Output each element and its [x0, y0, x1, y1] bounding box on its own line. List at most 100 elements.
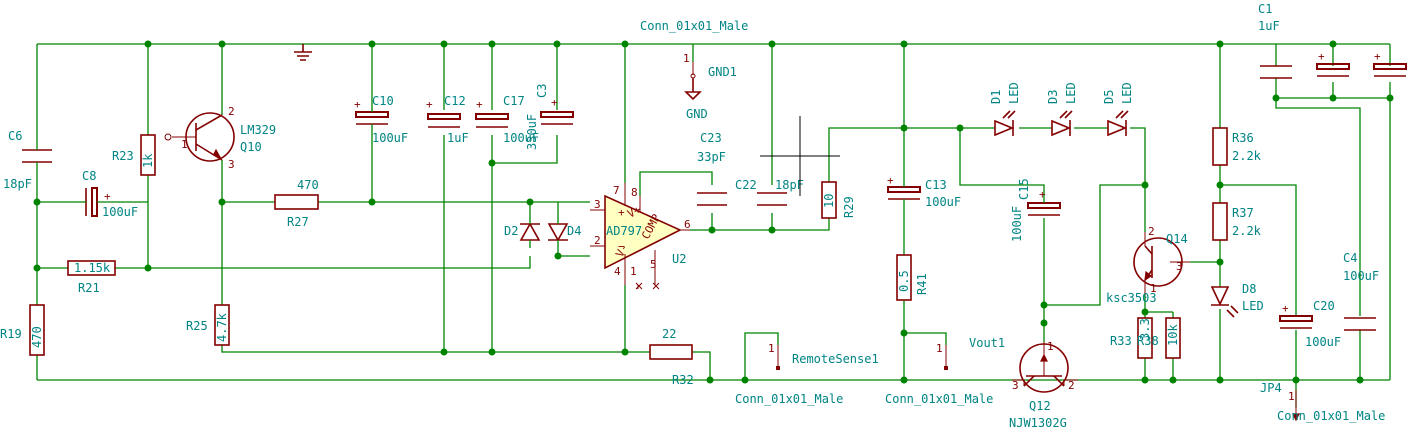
c1-ref: C1: [1258, 2, 1272, 16]
r19-value: 470: [30, 326, 44, 348]
c12-ref: C12: [444, 94, 466, 108]
junctions: [33, 40, 1394, 384]
r33-value: 3.3: [1138, 318, 1152, 340]
diode-d2: [519, 216, 541, 248]
resistor-r38: 10k: [1165, 317, 1181, 359]
c3-ref: C3: [535, 84, 549, 98]
capacitor-c1c: +: [1373, 50, 1407, 77]
q14-pin2: 2: [1148, 225, 1155, 238]
d3-value: LED: [1064, 82, 1078, 104]
led-d8: [1210, 286, 1239, 318]
c1-value: 1uF: [1258, 19, 1280, 33]
led-d3: [1051, 110, 1073, 137]
capacitor-c20: +: [1279, 302, 1313, 329]
svg-text:+: +: [426, 98, 433, 111]
d3-ref: D3: [1046, 90, 1060, 104]
c23-ref: C23: [700, 131, 722, 145]
svg-text:+: +: [1374, 50, 1381, 63]
q14-pin1: 1: [1150, 282, 1157, 295]
capacitor-c1b: +: [1316, 50, 1350, 77]
c22-ref: C22: [735, 178, 757, 192]
crosshair-cursor-icon: [760, 116, 840, 196]
c3-value: 330uF: [525, 114, 539, 150]
conn-remotesense-label: Conn_01x01_Male: [735, 392, 843, 406]
u2-pin2: 2: [594, 234, 601, 247]
gnd1-pin: 1: [683, 52, 690, 65]
r32-value: 22: [662, 327, 676, 341]
u2-vplus: V+: [625, 203, 643, 221]
svg-text:+: +: [354, 98, 361, 111]
resistor-r19: 470: [29, 304, 45, 356]
q10-ref: Q10: [240, 140, 262, 154]
u2-minus: −: [618, 240, 625, 253]
r37-ref: R37: [1232, 206, 1254, 220]
q10-value: LM329: [240, 123, 276, 137]
svg-text:+: +: [1318, 50, 1325, 63]
svg-text:+: +: [1282, 302, 1289, 315]
svg-text:+: +: [887, 174, 894, 187]
r27-value: 470: [297, 178, 319, 192]
opamp-u2: [590, 183, 690, 290]
r37-value: 2.2k: [1232, 224, 1262, 238]
u2-pin7: 7: [613, 184, 620, 197]
c8-ref: C8: [82, 169, 96, 183]
c20-ref: C20: [1313, 299, 1335, 313]
capacitor-c4: [1344, 317, 1376, 331]
capacitor-c6: [22, 140, 52, 178]
u2-pin6: 6: [684, 218, 691, 231]
r32-ref: R32: [672, 373, 694, 387]
r29-ref: R29: [842, 196, 856, 218]
r25-ref: R25: [186, 319, 208, 333]
jp4-ref: JP4: [1260, 381, 1282, 395]
capacitor-c17: +: [475, 98, 509, 128]
q12-ref: Q12: [1029, 399, 1051, 413]
q14-value: ksc3503: [1106, 291, 1157, 305]
r27-ref: R27: [287, 215, 309, 229]
r21-value: 1.15k: [74, 261, 111, 275]
d8-ref: D8: [1242, 282, 1256, 296]
capacitor-c22: [757, 192, 787, 206]
c4-value: 100uF: [1343, 269, 1379, 283]
reference-q10: [164, 112, 235, 162]
c6-value: 18pF: [3, 177, 32, 191]
gnd1-connector: [684, 62, 702, 101]
c10-ref: C10: [372, 94, 394, 108]
c17-value: 100uF: [503, 131, 539, 145]
c10-value: 100uF: [372, 131, 408, 145]
q10-pin1: 1: [181, 138, 188, 151]
r23-ref: R23: [112, 149, 134, 163]
capacitor-c8: +: [78, 187, 111, 217]
q12-value: NJW1302G: [1009, 416, 1067, 430]
remotesense-pin: 1: [768, 342, 775, 355]
resistor-r37: [1212, 202, 1228, 241]
u2-vminus: V-: [613, 242, 631, 260]
jp4-connector: [1292, 390, 1300, 422]
u2-pin3: 3: [594, 198, 601, 211]
r25-value: 4.7k: [215, 312, 229, 342]
led-d1: [994, 110, 1016, 137]
u2-pin5: 5: [650, 258, 657, 271]
u2-plus: +: [618, 206, 625, 219]
c12-value: 1uF: [447, 131, 469, 145]
svg-text:+: +: [551, 96, 558, 109]
capacitor-c1: [1260, 65, 1292, 79]
u2-pin4: 4: [614, 265, 621, 278]
capacitor-c15: + C15 100uF: [1010, 178, 1061, 242]
r33-ref: R33: [1110, 334, 1132, 348]
c17-ref: C17: [503, 94, 525, 108]
vout-ref: Vout1: [969, 336, 1005, 350]
c15-value: 100uF: [1010, 206, 1024, 242]
ground-symbol-top: [294, 44, 312, 61]
d5-value: LED: [1120, 82, 1134, 104]
c23-value: 33pF: [697, 150, 726, 164]
q12-pin3: 3: [1012, 379, 1019, 392]
vout-connector: [944, 345, 948, 370]
u2-pin8: 8: [631, 186, 638, 199]
r21-ref: R21: [78, 281, 100, 295]
gnd-label: GND: [686, 107, 708, 121]
r38-value: 10k: [1166, 324, 1180, 346]
gnd1-ref: GND1: [708, 65, 737, 79]
r41-value: 0.5: [897, 270, 911, 292]
q14-pin3: 3: [1176, 260, 1183, 273]
